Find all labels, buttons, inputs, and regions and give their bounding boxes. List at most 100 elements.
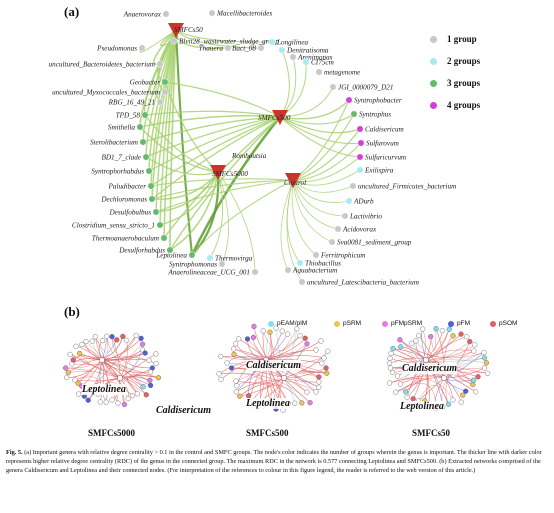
genus-label: uncultured_Myxococcales_bacterium (52, 88, 160, 96)
network-edge (283, 328, 298, 379)
network-edge (279, 99, 350, 120)
network-node (65, 369, 71, 376)
network-node (233, 389, 239, 395)
legend-b-psom: pSOM (490, 320, 517, 327)
genus-label: Sterolibacterium (90, 138, 138, 146)
network-node (115, 400, 121, 406)
legend-b-pfmpsrm: pFMpSRM (382, 320, 422, 327)
network-edge (79, 336, 124, 359)
legend-b-pfm: pFM (448, 320, 470, 327)
network-node (439, 328, 445, 334)
network-edge (155, 179, 294, 213)
network-node (397, 337, 403, 343)
genus-label: Geobacter (130, 78, 161, 86)
network-edge (169, 171, 219, 251)
network-node (140, 384, 146, 390)
genus-node (206, 254, 214, 262)
network-node (124, 337, 130, 343)
network-edge (74, 376, 98, 401)
network-edge (265, 335, 301, 361)
center-genus-label: Romboutsia (231, 152, 267, 160)
network-node (313, 347, 319, 353)
group-hub-triangle (210, 165, 226, 180)
network-edge (142, 116, 281, 143)
genus-node (298, 278, 306, 286)
group-hub-triangle (285, 173, 301, 188)
legend-label-4: 4 groups (447, 100, 481, 110)
network-node (73, 343, 79, 349)
genus-label: Denitratisoma (286, 46, 329, 54)
genus-node (296, 259, 304, 267)
genus-node (350, 110, 358, 118)
network-node (294, 326, 300, 332)
group-hub-label: SMFCs500 (258, 114, 291, 122)
legend-b-text: pEAM/pIM (277, 320, 308, 327)
hub-node (99, 357, 105, 363)
network-edge (69, 354, 121, 379)
genus-label: Aquabacterium (292, 266, 337, 274)
network-node (79, 341, 85, 348)
network-node (64, 374, 70, 381)
network-edge (279, 61, 307, 118)
network-edge (292, 179, 350, 203)
network-node (147, 377, 153, 383)
genus-node (156, 98, 164, 106)
group-hub-triangle (168, 23, 184, 38)
network-node (72, 377, 78, 383)
genus-label: Thermovirga (215, 254, 253, 262)
genus-node (356, 125, 364, 133)
network-edge (95, 336, 109, 353)
network-node (485, 370, 491, 376)
network-edge (119, 340, 128, 379)
network-edge (106, 336, 150, 381)
network-edge (292, 156, 361, 183)
group-hub-label: Control (284, 179, 306, 187)
genus-label: Sva0081_sediment_group (337, 238, 412, 246)
network-node (218, 376, 224, 383)
genus-node (156, 60, 164, 68)
network-edge (151, 171, 219, 200)
network-node (481, 355, 488, 361)
hub-node (281, 375, 287, 381)
network-node (318, 338, 324, 344)
network-node (304, 389, 310, 395)
network-node (416, 332, 422, 339)
panel-a-label: (a) (64, 4, 80, 19)
net3-label-caldisericum: Caldisericum (402, 363, 458, 374)
network-node (307, 400, 313, 406)
network-node (393, 389, 399, 395)
network-node (319, 360, 325, 366)
legend-dot-4 (430, 101, 437, 109)
network-edge (100, 359, 104, 403)
network-edge (425, 359, 487, 364)
legend-b-dot (490, 320, 496, 327)
network-node (420, 326, 426, 332)
genus-label: ADurb (353, 197, 374, 205)
legend-b-text: pSRM (343, 320, 362, 327)
genus-label: Exilispira (364, 166, 394, 174)
genus-label: Acidovorax (342, 225, 377, 233)
network-edge (279, 56, 297, 118)
genus-label: Syntrophorhabdus (91, 167, 144, 175)
network-edge (175, 29, 262, 49)
network-node (475, 374, 481, 380)
genus-node (356, 166, 364, 174)
network-node (450, 333, 456, 339)
network-node (313, 389, 319, 395)
network-edge (164, 81, 281, 118)
network-edge (71, 352, 146, 366)
genus-node (224, 44, 232, 52)
genus-label: Bact_08 (232, 44, 256, 52)
net2-label-leptolinea: Leptolinea (246, 398, 290, 409)
legend-b-peam: pEAM/pIM (268, 320, 307, 327)
network-edge (129, 376, 151, 387)
network-edge (279, 113, 355, 125)
legend-row-2-groups: 2 groups (430, 50, 540, 72)
network-edge (239, 383, 289, 404)
genus-node (139, 138, 147, 146)
genus-label: Syntrophobacter (354, 96, 402, 104)
network-edge (236, 379, 317, 393)
genus-label: Blvii28_wastewater_sludge_group (179, 37, 279, 45)
legend-b-dot (448, 320, 454, 327)
hub-node (441, 375, 447, 381)
